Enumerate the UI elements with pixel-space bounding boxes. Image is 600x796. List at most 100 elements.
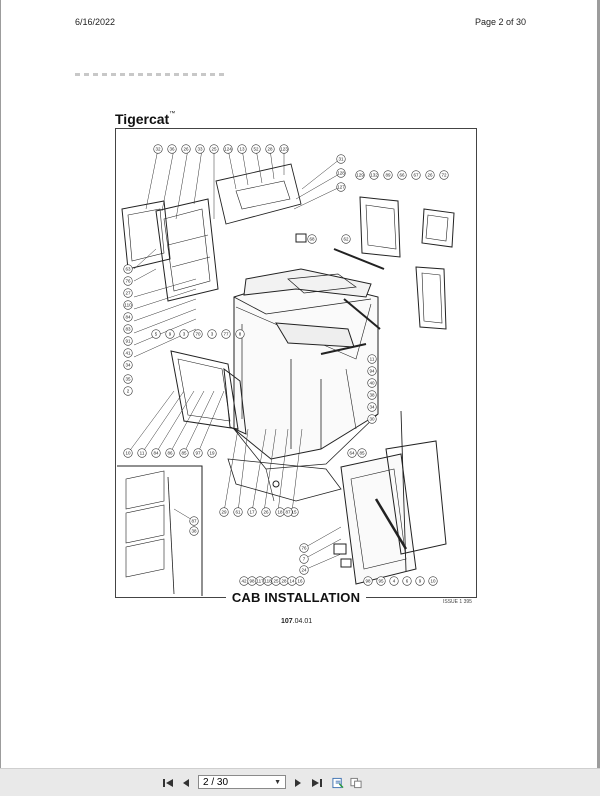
callout-label: 26 <box>427 173 433 178</box>
page-count-header: Page 2 of 30 <box>475 17 527 27</box>
diagram-title: CAB INSTALLATION <box>225 589 367 605</box>
callout-label: 11 <box>140 451 145 456</box>
callout-label: 41 <box>125 351 131 356</box>
callout-label: 5 <box>155 332 158 337</box>
callout-bubble <box>341 234 351 244</box>
callout-label: 86 <box>167 451 173 456</box>
callout-label: 67 <box>413 173 419 178</box>
callout-bubble <box>123 276 133 286</box>
callout-bubble <box>123 374 133 384</box>
callout-bubble <box>336 168 346 178</box>
callout-label: 61 <box>235 510 241 515</box>
callout-bubble <box>299 543 309 553</box>
view-mode-icon[interactable] <box>350 777 362 789</box>
brand-trademark: ™ <box>169 111 176 117</box>
callout-label: 19 <box>209 451 215 456</box>
callout-bubble <box>123 448 133 458</box>
document-page: 6/16/2022 Page 2 of 30 Tigercat™ <box>1 0 597 768</box>
callout-bubble <box>357 448 367 458</box>
callout-bubble <box>383 170 393 180</box>
callout-label: 2 <box>127 389 130 394</box>
callout-bubble <box>165 329 175 339</box>
callout-label: 98 <box>365 579 371 584</box>
callout-label: 6 <box>406 579 409 584</box>
callout-bubble <box>247 507 257 517</box>
callout-bubble <box>179 448 189 458</box>
callout-label: 98 <box>249 579 255 584</box>
callout-bubble <box>397 170 407 180</box>
callout-label: 124 <box>224 147 232 152</box>
callout-label: 66 <box>399 173 405 178</box>
callout-label: 10 <box>125 451 131 456</box>
callout-bubble <box>367 378 377 388</box>
callout-label: 7 <box>303 557 306 562</box>
callout-label: 76 <box>125 279 131 284</box>
callout-label: 33 <box>197 147 203 152</box>
callout-bubble <box>193 448 203 458</box>
callout-label: 38 <box>191 529 197 534</box>
prev-page-icon[interactable] <box>180 777 192 789</box>
callout-bubble <box>367 402 377 412</box>
callout-bubble <box>207 329 217 339</box>
callout-label: 16 <box>297 579 303 584</box>
callout-label: 127 <box>337 185 345 190</box>
callout-bubble <box>189 516 199 526</box>
callout-bubble <box>369 170 379 180</box>
callout-label: 87 <box>191 519 197 524</box>
callout-label: 85 <box>359 451 365 456</box>
callout-label: 123 <box>280 147 288 152</box>
callout-label: 94 <box>369 369 375 374</box>
callout-label: 9 <box>419 579 422 584</box>
callout-bubble <box>367 414 377 424</box>
callout-label: 25 <box>211 147 217 152</box>
callout-label: 24 <box>301 568 307 573</box>
callout-label: 30 <box>369 417 375 422</box>
callout-label: 117 <box>256 579 264 584</box>
callout-label: 10 <box>430 579 436 584</box>
faint-text-line <box>75 73 225 76</box>
callout-label: 17 <box>249 510 255 515</box>
callout-label: 35 <box>125 377 131 382</box>
callout-bubble <box>355 170 365 180</box>
callout-bubble <box>235 329 245 339</box>
callout-bubble <box>299 554 309 564</box>
callout-label: 62 <box>343 237 349 242</box>
callout-label: 89 <box>385 173 391 178</box>
callout-bubble <box>295 576 305 586</box>
fit-page-icon[interactable] <box>332 777 344 789</box>
callout-label: 25 <box>273 579 279 584</box>
callout-bubble <box>307 234 317 244</box>
callout-label: 52 <box>253 147 259 152</box>
callout-label: 36 <box>169 147 175 152</box>
print-date: 6/16/2022 <box>75 17 116 27</box>
last-page-icon[interactable] <box>310 777 322 789</box>
callout-bubble <box>347 448 357 458</box>
callout-bubble <box>123 348 133 358</box>
callout-label: 3 <box>183 332 186 337</box>
callout-label: 76 <box>301 546 307 551</box>
callout-label: 31 <box>338 157 344 162</box>
callout-bubble <box>123 288 133 298</box>
callout-bubble <box>219 507 229 517</box>
callout-label: 77 <box>223 332 229 337</box>
callout-label: 129 <box>356 173 364 178</box>
callout-bubble <box>402 576 412 586</box>
page-selector[interactable]: 2 / 30 ▼ <box>198 775 286 789</box>
first-page-icon[interactable] <box>162 777 174 789</box>
callout-bubble <box>165 448 175 458</box>
callout-label: 34 <box>369 405 375 410</box>
callout-label: 84 <box>153 451 159 456</box>
callout-bubble <box>151 329 161 339</box>
callout-bubble <box>123 312 133 322</box>
next-page-icon[interactable] <box>292 777 304 789</box>
callout-label: 3 <box>211 332 214 337</box>
callout-bubble <box>123 264 133 274</box>
callout-label: 27 <box>125 291 131 296</box>
callout-label: 4 <box>393 579 396 584</box>
callout-label: 68 <box>309 237 315 242</box>
callout-label: 34 <box>125 363 131 368</box>
callout-bubble <box>181 144 191 154</box>
callout-label: 29 <box>221 510 227 515</box>
callout-bubble <box>153 144 163 154</box>
callout-label: 28 <box>281 579 287 584</box>
